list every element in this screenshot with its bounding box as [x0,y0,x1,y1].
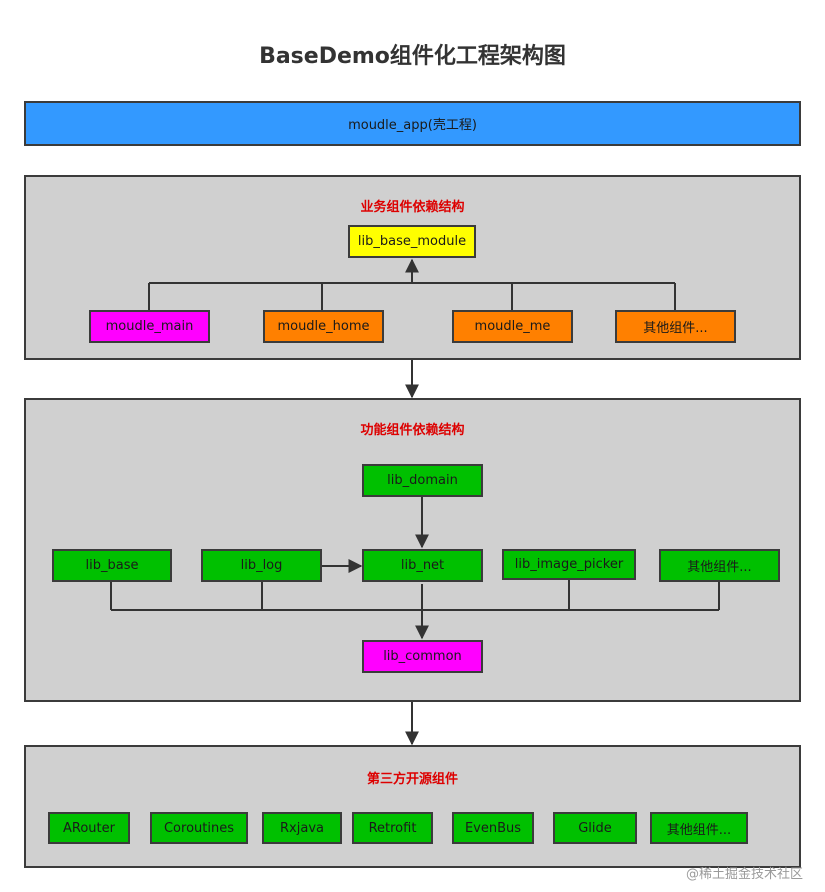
arouter-node: ARouter [48,812,130,844]
other-business-node: 其他组件... [615,310,736,343]
function-layer-title: 功能组件依赖结构 [360,423,465,438]
app-layer-box: moudle_app(壳工程) [24,101,801,146]
lib-common-node: lib_common [362,640,483,673]
moudle-me-node: moudle_me [452,310,573,343]
other-third-party-node: 其他组件... [650,812,748,844]
coroutines-node: Coroutines [150,812,248,844]
lib-base-module-node: lib_base_module [348,225,476,258]
third-party-layer-title: 第三方开源组件 [366,772,458,787]
lib-domain-node: lib_domain [362,464,483,497]
diagram-title: BaseDemo组件化工程架构图 [259,44,566,69]
other-function-node: 其他组件... [659,549,780,582]
evenbus-node: EvenBus [452,812,534,844]
third-party-layer-panel: 第三方开源组件 [24,745,801,868]
business-layer-title: 业务组件依赖结构 [360,200,465,215]
watermark: @稀土掘金技术社区 [685,867,803,882]
retrofit-node: Retrofit [352,812,433,844]
moudle-home-node: moudle_home [263,310,384,343]
lib-image-picker-node: lib_image_picker [502,549,636,580]
rxjava-node: Rxjava [262,812,342,844]
lib-net-node: lib_net [362,549,483,582]
lib-log-node: lib_log [201,549,322,582]
lib-base-node: lib_base [52,549,172,582]
glide-node: Glide [553,812,637,844]
moudle-main-node: moudle_main [89,310,210,343]
